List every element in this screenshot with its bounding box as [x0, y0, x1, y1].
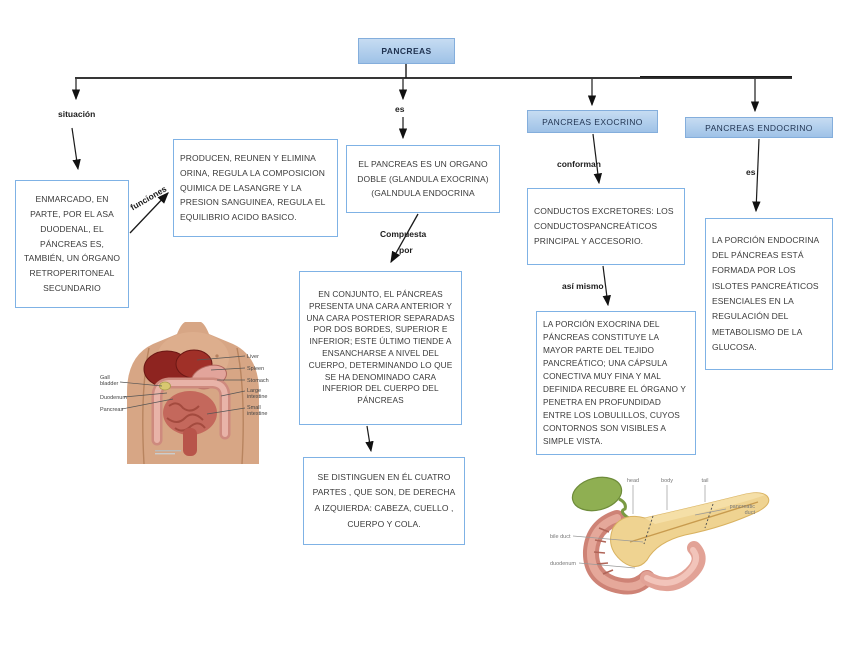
right-arm-line	[236, 347, 244, 464]
torso-anatomy-image: Liver Spleen Stomach Large intestine Sma…	[100, 322, 269, 464]
node-cuatro-partes: SE DISTINGUEN EN ÉL CUATRO PARTES , QUE …	[303, 457, 465, 545]
label-body: body	[661, 478, 673, 484]
label-line	[572, 535, 644, 543]
label-line	[578, 562, 636, 569]
credit-line	[155, 453, 175, 455]
large-intestine-highlight	[154, 380, 228, 443]
node-funciones: PRODUCEN, REUNEN Y ELIMINA ORINA, REGULA…	[173, 139, 338, 237]
label-pancreatic-duct: pancreatic	[730, 504, 756, 510]
label-line	[119, 381, 163, 387]
label-large-intestine-2: intestine	[247, 394, 268, 400]
label-line	[123, 392, 168, 398]
edge-label-es-center: es	[395, 104, 405, 114]
jejunum-highlight	[644, 547, 700, 586]
chest-detail	[215, 354, 219, 358]
label-duodenum: Duodenum	[100, 395, 127, 401]
root-node-pancreas: PANCREAS	[358, 38, 455, 64]
node-situacion: ENMARCADO, EN PARTE, POR EL ASA DUODENAL…	[15, 180, 129, 308]
label-bile-duct: bile duct	[550, 534, 571, 540]
edge-label-asi-mismo: así mismo	[562, 281, 604, 291]
label-line	[196, 355, 246, 361]
edge-label-por: por	[399, 245, 413, 255]
label-line	[206, 407, 246, 415]
label-liver: Liver	[247, 354, 259, 360]
label-pancreas: Pancreas	[100, 407, 123, 413]
label-line	[220, 390, 246, 397]
node-porcion-exocrina: LA PORCIÓN EXOCRINA DEL PÁNCREAS CONSTIT…	[536, 311, 696, 455]
label-gall-bladder-2: bladder	[100, 381, 119, 387]
label-line	[694, 508, 727, 516]
label-small-intestine-2: intestine	[247, 411, 268, 417]
label-large-intestine: Large	[247, 388, 261, 394]
node-organo-doble: EL PANCREAS ES UN ORGANO DOBLE (GLANDULA…	[346, 145, 500, 213]
credit-line	[155, 450, 181, 452]
small-intestine-shape	[163, 391, 217, 435]
gallbladder-shape	[571, 476, 623, 512]
pancreas-highlight	[645, 493, 765, 524]
label-stomach: Stomach	[247, 378, 269, 384]
label-line	[121, 398, 174, 410]
label-gall-bladder: Gall	[100, 375, 110, 381]
edge-label-es-right: es	[746, 167, 756, 177]
head-body-divider	[643, 515, 654, 545]
pancreatic-duct-shape	[629, 501, 759, 543]
duodenum-ridges	[593, 527, 614, 575]
colon-shape	[183, 428, 197, 456]
left-arm-line	[142, 347, 150, 464]
label-pancreatic-duct-2: duct	[745, 510, 756, 516]
edge-label-funciones: funciones	[128, 183, 169, 213]
label-tail: tail	[701, 478, 708, 484]
label-duodenum: duodenum	[550, 561, 576, 567]
node-conductos: CONDUCTOS EXCRETORES: LOS CONDUCTOSPANCR…	[527, 188, 685, 265]
node-en-conjunto: EN CONJUNTO, EL PÁNCREAS PRESENTA UNA CA…	[299, 271, 462, 425]
label-line	[210, 367, 246, 371]
label-spleen: Spleen	[247, 366, 264, 372]
intestine-coils	[166, 402, 206, 432]
edge-label-compuesta: Compuesta	[380, 229, 427, 239]
pancreas-diagram-image: head body tail pancreatic duct bile duct…	[550, 476, 770, 595]
edge-label-conforman: conforman	[557, 159, 601, 169]
label-small-intestine: Small	[247, 405, 261, 411]
body-tail-divider	[704, 503, 714, 529]
node-pancreas-endocrino: PANCREAS ENDOCRINO	[685, 117, 833, 138]
label-head: head	[627, 478, 639, 484]
duodenum-highlight	[586, 514, 649, 591]
edge-label-situacion: situación	[58, 109, 96, 119]
node-porcion-endocrina: LA PORCIÓN ENDOCRINA DEL PÁNCREAS ESTÁ F…	[705, 218, 833, 370]
node-pancreas-exocrino: PANCREAS EXOCRINO	[527, 110, 658, 133]
